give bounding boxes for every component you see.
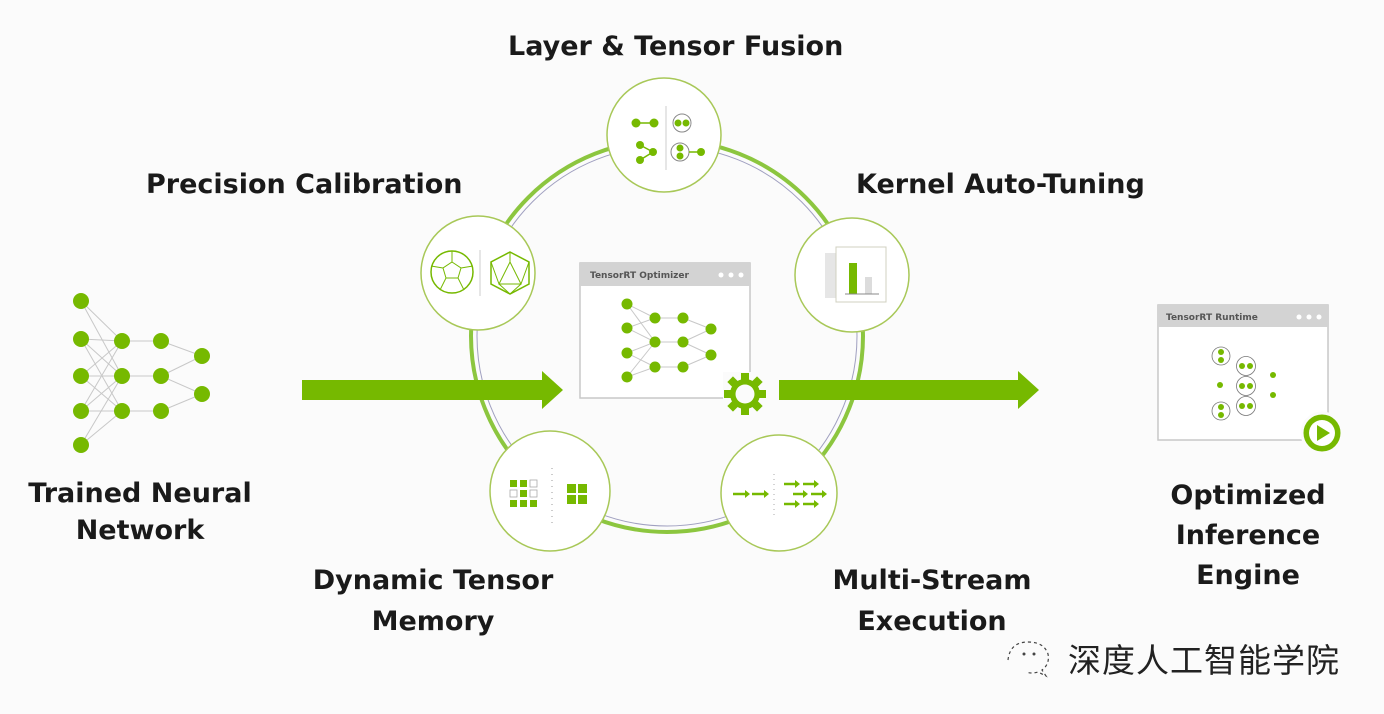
watermark-text: 深度人工智能学院 xyxy=(1068,641,1340,680)
trained-network-graph xyxy=(80,300,203,446)
label-line: Network xyxy=(75,515,205,546)
label-layer-fusion: Layer & Tensor Fusion xyxy=(508,31,844,62)
optimizer-window-title: TensorRT Optimizer xyxy=(590,271,690,281)
runtime-window-title: TensorRT Runtime xyxy=(1166,313,1258,323)
label-line: Inference xyxy=(1175,520,1321,551)
precision-calibration-icon xyxy=(420,215,536,331)
label-line: Optimized xyxy=(1170,480,1326,511)
label-line: Memory xyxy=(371,606,495,637)
label-multistream: Multi-Stream Execution xyxy=(822,560,1042,642)
gear-icon xyxy=(723,372,767,416)
arrow-right-icon xyxy=(302,371,563,409)
optimizer-window: TensorRT Optimizer xyxy=(579,262,751,399)
label-kernel-tuning: Kernel Auto-Tuning xyxy=(856,169,1145,200)
runtime-window: TensorRT Runtime xyxy=(1157,304,1329,441)
tensor-memory-icon xyxy=(489,430,611,552)
arrow-right-icon xyxy=(779,371,1039,409)
label-trained-network: Trained Neural Network xyxy=(20,475,260,549)
label-precision-calibration: Precision Calibration xyxy=(146,169,463,200)
label-line: Multi-Stream xyxy=(832,565,1032,596)
trained-network-nodes xyxy=(73,293,210,453)
wechat-logo-icon xyxy=(1007,641,1049,678)
label-optimized-engine: Optimized Inference Engine xyxy=(1148,476,1348,596)
label-line: Engine xyxy=(1196,560,1300,591)
kernel-tuning-icon xyxy=(794,217,910,333)
play-icon xyxy=(1300,411,1344,455)
label-tensor-memory: Dynamic Tensor Memory xyxy=(302,560,564,642)
label-line: Trained Neural xyxy=(28,478,252,509)
multistream-icon xyxy=(720,434,838,552)
label-line: Execution xyxy=(857,606,1007,637)
layer-fusion-icon xyxy=(606,77,722,193)
label-line: Dynamic Tensor xyxy=(312,565,554,596)
